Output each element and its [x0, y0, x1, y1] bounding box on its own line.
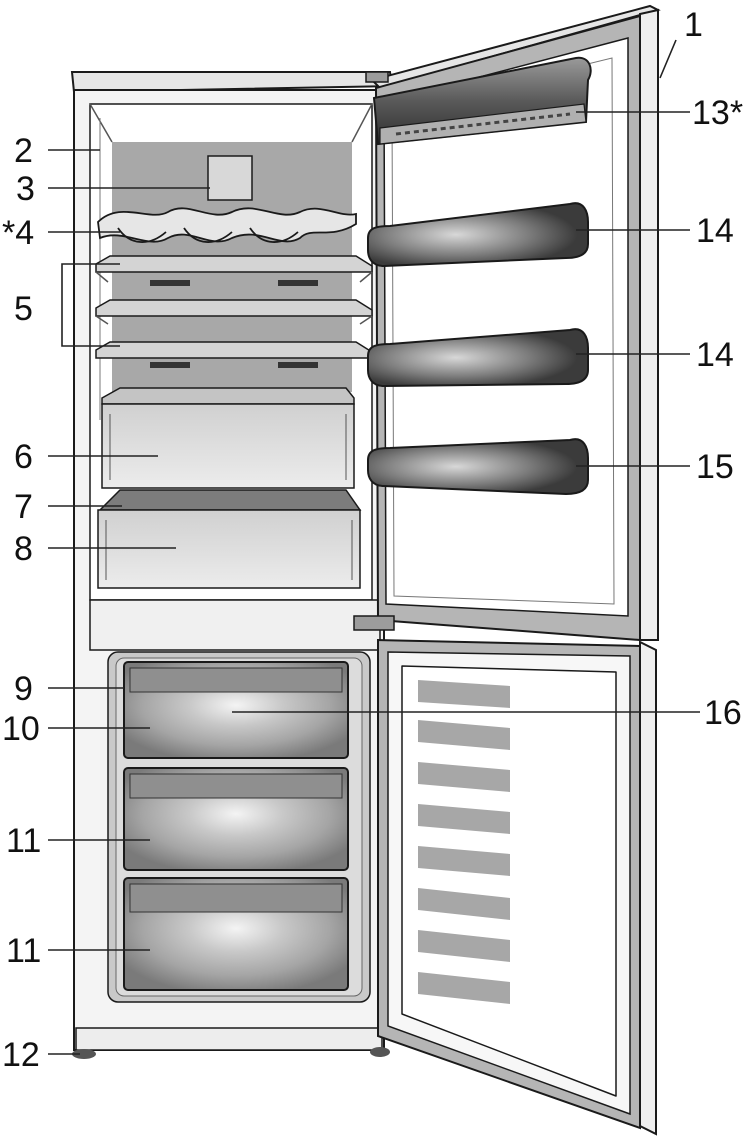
callout-16: 16 — [704, 694, 742, 732]
callout-11a: 11 — [6, 822, 41, 860]
crisper-drawer — [97, 509, 361, 589]
foot-left — [72, 1049, 96, 1059]
callout-13: 13* — [692, 94, 743, 132]
cabinet-base — [75, 1027, 383, 1051]
shelf-3 — [95, 341, 373, 359]
callout-14b: 14 — [696, 336, 734, 374]
crisper-glass-cover — [98, 489, 362, 511]
callout-3: 3 — [16, 170, 35, 208]
callout-6: 6 — [14, 438, 33, 476]
shelf-2 — [95, 299, 373, 317]
bottle-rack — [97, 207, 357, 243]
door-bin-1 — [367, 202, 589, 268]
callout-8: 8 — [14, 530, 33, 568]
door-bin-3 — [367, 438, 589, 496]
callout-5: 5 — [14, 290, 33, 328]
door-bins — [367, 202, 589, 496]
crisper-glass-and-drawer — [97, 489, 362, 589]
callout-14a: 14 — [696, 212, 734, 250]
callout-1: 1 — [684, 6, 703, 44]
callout-2: 2 — [14, 132, 33, 170]
freezer-door — [377, 638, 657, 1136]
freezer-door-ribs — [418, 680, 510, 1004]
door-hinge — [353, 615, 395, 631]
shelf-1 — [95, 255, 373, 273]
callout-7: 7 — [14, 488, 33, 526]
callout-10: 10 — [2, 710, 40, 748]
compartment-divider — [89, 599, 381, 651]
callout-12: 12 — [2, 1036, 40, 1074]
crisper-cover — [101, 387, 355, 489]
crisper-drawer-upper — [101, 403, 355, 489]
callout-11b: 11 — [6, 932, 41, 970]
foot-right — [370, 1047, 390, 1057]
callout-labels: 1 2 3 *4 5 6 7 8 9 10 11 11 12 13* 14 14… — [2, 6, 743, 1074]
leader-lines — [48, 39, 700, 1055]
callout-4: *4 — [2, 214, 34, 252]
light-fan-unit — [207, 155, 253, 201]
freezer-drawers — [123, 661, 349, 991]
callout-9: 9 — [14, 670, 33, 708]
dairy-compartment — [372, 56, 592, 146]
callout-15: 15 — [696, 448, 734, 486]
glass-shelves — [95, 255, 373, 368]
door-bin-2 — [367, 328, 589, 388]
